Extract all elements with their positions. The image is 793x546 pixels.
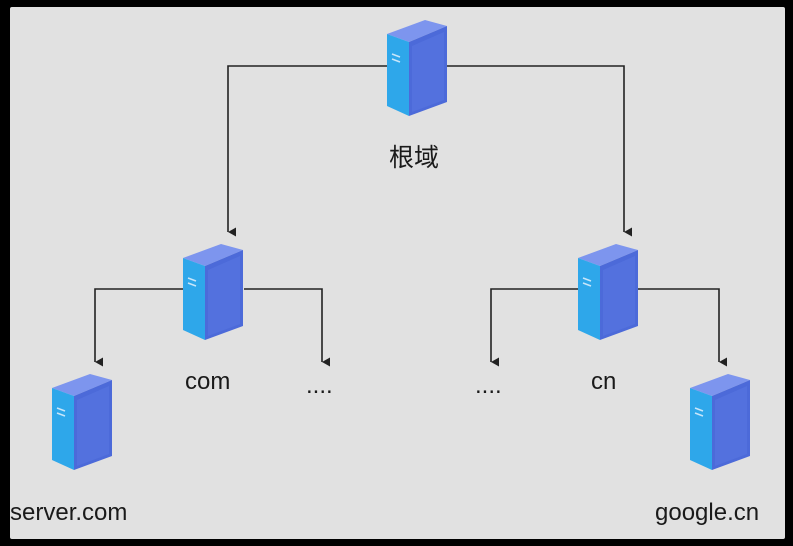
edge-com-server [94,288,183,362]
edge-root-com [227,65,388,232]
ellipsis-left: .... [306,372,333,399]
edge-com-more [244,288,322,362]
edge-root-cn [447,65,624,232]
ellipsis-right: .... [475,372,502,399]
google-cn-label: google.cn [655,499,760,526]
server-com-icon [50,364,114,474]
cn-server-icon [576,234,640,344]
com-server-icon [181,234,245,344]
cn-label: cn [591,368,617,395]
google-cn-icon [688,364,752,474]
edge-cn-google [637,288,719,362]
server-com-label: server.com [10,499,128,526]
com-label: com [185,368,231,395]
edge-cn-more [490,288,578,362]
root-label: 根域 [389,143,440,172]
root-server-icon [385,10,449,120]
